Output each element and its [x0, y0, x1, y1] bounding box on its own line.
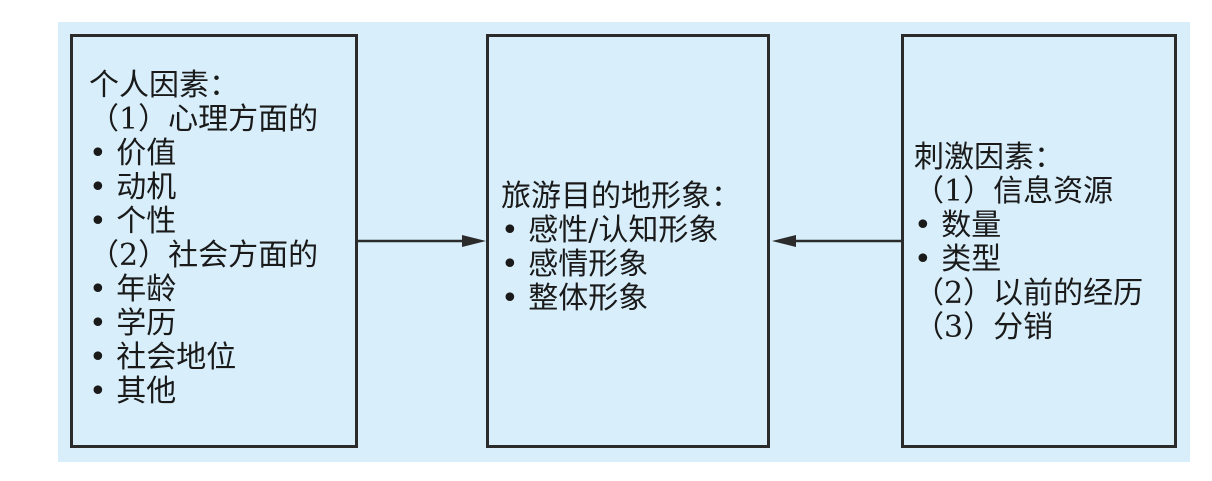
- distribution-heading: （3）分销: [914, 310, 1054, 345]
- list-item: • 年龄: [89, 272, 177, 307]
- stimulus-factors-title: 刺激因素：: [914, 140, 1064, 175]
- list-item: • 类型: [914, 242, 1002, 277]
- list-item: • 学历: [89, 306, 177, 341]
- psychological-heading: （1）心理方面的: [89, 102, 319, 137]
- social-heading: （2）社会方面的: [89, 238, 319, 273]
- personal-factors-title: 个人因素：: [89, 68, 239, 103]
- personal-factors-box: 个人因素： （1）心理方面的 • 价值 • 动机 • 个性 （2）社会方面的 •…: [70, 34, 358, 448]
- information-heading: （1）信息资源: [914, 174, 1114, 209]
- destination-image-title: 旅游目的地形象：: [501, 179, 741, 214]
- list-item: • 其他: [89, 374, 177, 409]
- list-item: • 感性/认知形象: [501, 213, 719, 248]
- list-item: • 整体形象: [501, 281, 649, 316]
- list-item: • 个性: [89, 204, 177, 239]
- destination-image-box: 旅游目的地形象： • 感性/认知形象 • 感情形象 • 整体形象: [486, 34, 770, 448]
- list-item: • 动机: [89, 170, 177, 205]
- list-item: • 数量: [914, 208, 1002, 243]
- stimulus-factors-box: 刺激因素： （1）信息资源 • 数量 • 类型 （2）以前的经历 （3）分销: [901, 34, 1177, 448]
- list-item: • 价值: [89, 136, 177, 171]
- list-item: • 社会地位: [89, 340, 237, 375]
- list-item: • 感情形象: [501, 247, 649, 282]
- experience-heading: （2）以前的经历: [914, 276, 1144, 311]
